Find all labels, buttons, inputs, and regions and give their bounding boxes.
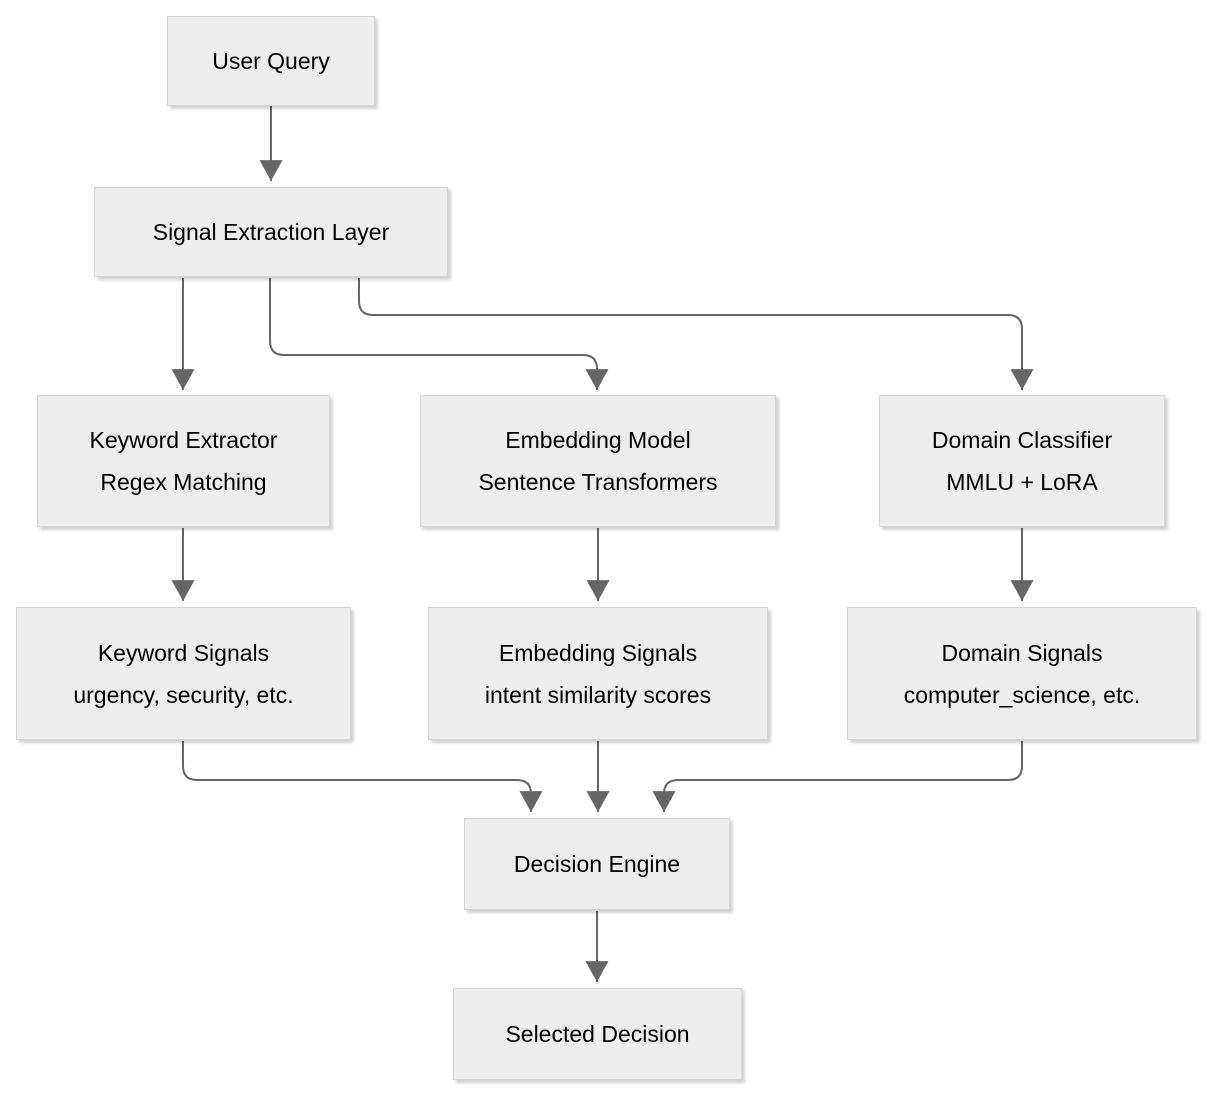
node-signal-extraction-layer: Signal Extraction Layer: [94, 187, 448, 277]
node-embedding-model-title: Embedding Model: [505, 427, 691, 453]
node-domain-signals: Domain Signals computer_science, etc.: [847, 607, 1197, 740]
node-embedding-model-subtitle: Sentence Transformers: [478, 469, 718, 495]
node-domain-classifier-subtitle: MMLU + LoRA: [946, 469, 1098, 495]
node-domain-classifier: Domain Classifier MMLU + LoRA: [879, 395, 1165, 527]
node-decision-engine: Decision Engine: [464, 818, 730, 910]
node-signal-extraction-layer-label: Signal Extraction Layer: [152, 219, 390, 245]
node-domain-classifier-title: Domain Classifier: [931, 427, 1113, 453]
node-selected-decision: Selected Decision: [453, 988, 742, 1080]
node-keyword-extractor-subtitle: Regex Matching: [100, 469, 267, 495]
node-keyword-signals: Keyword Signals urgency, security, etc.: [16, 607, 351, 740]
node-decision-engine-label: Decision Engine: [513, 851, 681, 877]
node-keyword-signals-subtitle: urgency, security, etc.: [73, 681, 294, 708]
node-user-query: User Query: [167, 16, 375, 106]
node-embedding-model: Embedding Model Sentence Transformers: [420, 395, 776, 527]
edge-domain-signals-to-decision-engine: [652, 741, 1023, 812]
edge-keyword-signals-to-decision-engine: [182, 741, 543, 812]
edge-signal-extraction-to-domain-classifier: [358, 278, 1034, 390]
edge-signal-extraction-to-embedding-model: [269, 278, 609, 390]
node-keyword-signals-title: Keyword Signals: [97, 639, 270, 666]
node-embedding-signals-title: Embedding Signals: [498, 639, 698, 666]
node-selected-decision-label: Selected Decision: [505, 1021, 690, 1047]
node-domain-signals-subtitle: computer_science, etc.: [903, 681, 1141, 708]
node-keyword-extractor-title: Keyword Extractor: [89, 427, 278, 453]
node-embedding-signals-subtitle: intent similarity scores: [484, 681, 712, 708]
node-embedding-signals: Embedding Signals intent similarity scor…: [428, 607, 768, 740]
node-keyword-extractor: Keyword Extractor Regex Matching: [37, 395, 330, 527]
node-user-query-label: User Query: [212, 48, 330, 74]
node-domain-signals-title: Domain Signals: [941, 639, 1103, 666]
